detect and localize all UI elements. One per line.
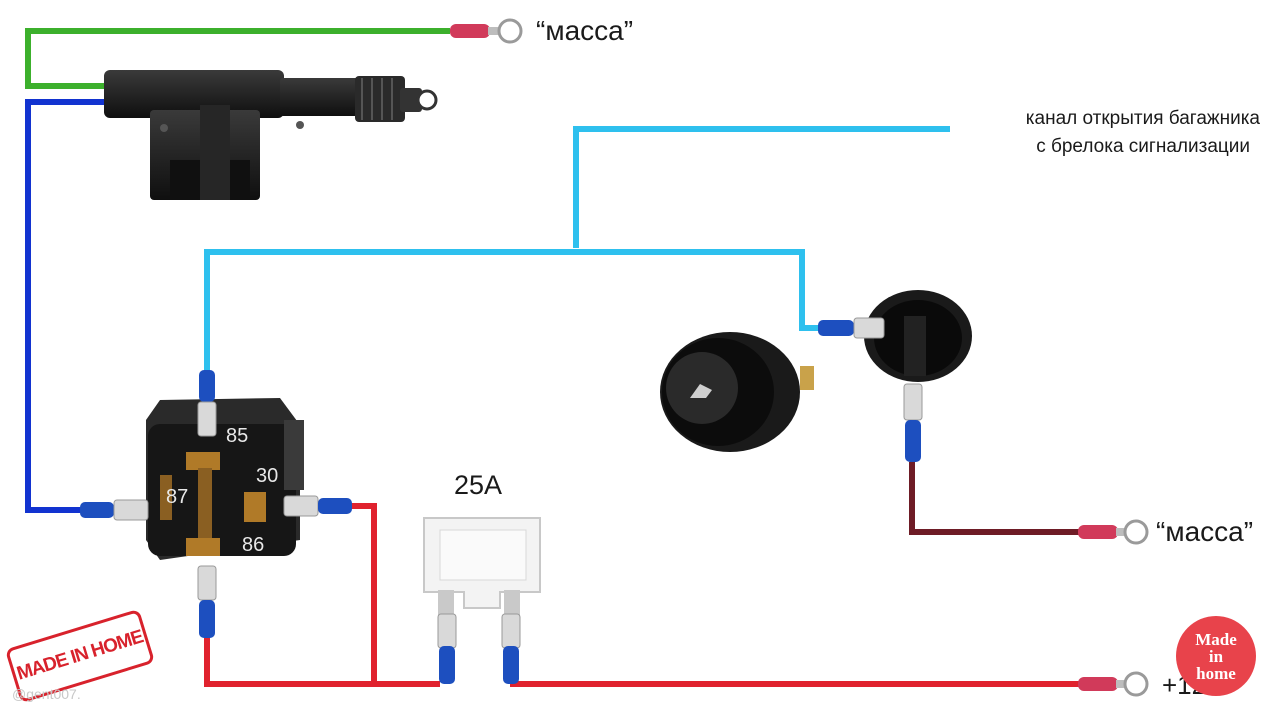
wire-ground-brown: [909, 462, 1080, 535]
terminals: [80, 18, 1149, 697]
ground-label-right: “масса”: [1156, 516, 1254, 547]
trunk-open-icon: [690, 384, 712, 398]
channel-label-line1: канал открытия багажника: [1025, 108, 1260, 129]
wire-signal-relay: [204, 249, 820, 370]
wire-motor-blue: [25, 99, 108, 513]
relay-pin-87-blade: [198, 468, 212, 538]
watermark: @gent007.: [12, 686, 81, 702]
relay: [146, 398, 304, 560]
relay-pin-86-label: 86: [242, 534, 265, 556]
relay-pin-30-label: 30: [256, 465, 279, 487]
ground-label-top: “масса”: [536, 15, 634, 46]
relay-pin-85-label: 85: [226, 425, 249, 447]
badge-line-1: Made: [1195, 629, 1237, 649]
badge-line-2: in: [1208, 646, 1224, 666]
wire-power-relay-86: [204, 638, 440, 687]
channel-label-line2: с брелока сигнализации: [1036, 136, 1250, 157]
trunk-button-front: [660, 332, 814, 452]
made-in-home-badge: Made in home: [1176, 616, 1256, 696]
fuse-rating-label: 25A: [454, 470, 503, 500]
relay-pin-30-blade: [244, 492, 266, 522]
relay-pin-87-label: 87: [166, 486, 189, 508]
lock-actuator: [104, 70, 438, 200]
fuse: [423, 517, 541, 626]
wire-ground-green: [25, 28, 450, 89]
wire-signal-main: [573, 126, 950, 248]
trunk-button-back: [864, 290, 972, 382]
relay-pin-86-blade: [186, 538, 220, 556]
wire-power-relay-30: [352, 503, 377, 684]
badge-line-3: home: [1196, 663, 1236, 683]
relay-pin-85-blade: [186, 452, 220, 470]
